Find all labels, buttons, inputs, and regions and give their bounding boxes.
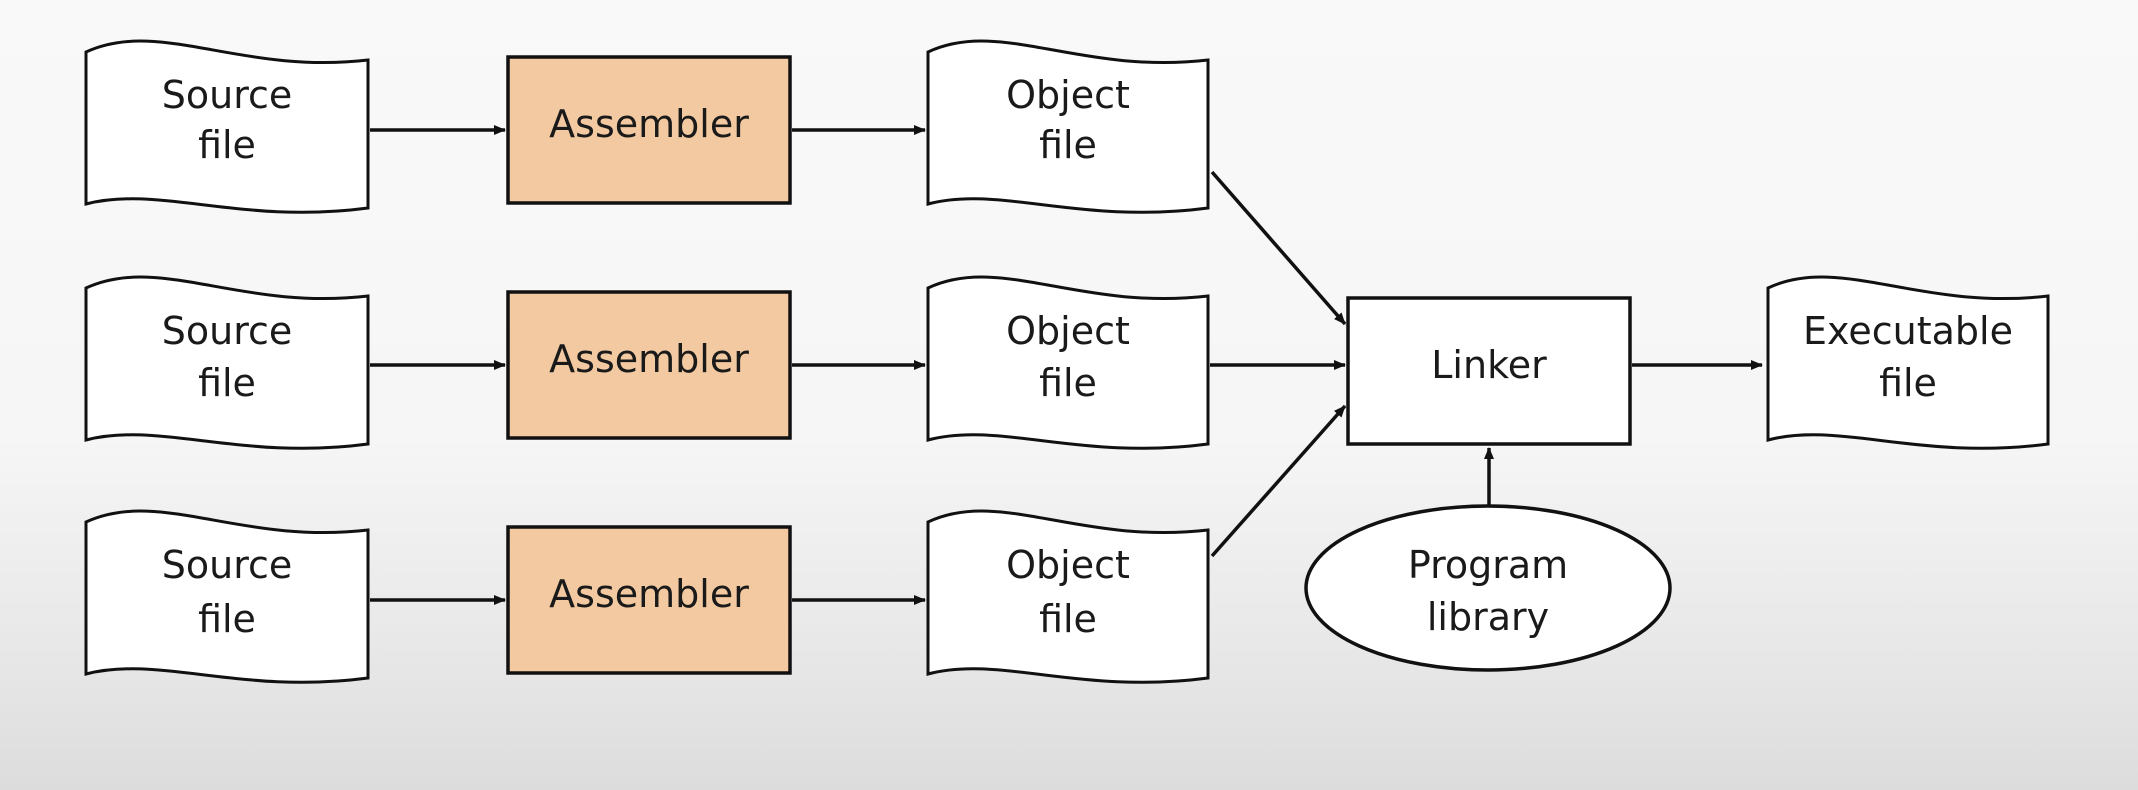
linker-box: Linker [1346,296,1632,446]
linker-label: Linker [1431,343,1547,387]
object-file-3-line2: file [1039,597,1097,641]
assembler-1-label: Assembler [549,102,749,146]
executable-file-line1: Executable [1803,309,2013,353]
program-library-line1: Program [1408,543,1568,587]
assembler-2: Assembler [506,290,792,440]
object-file-1-line1: Object [1006,73,1130,117]
program-library-line2: library [1427,595,1549,639]
source-file-1-line2: file [198,123,256,167]
executable-file: Executable file [1766,275,2050,450]
object-file-2: Object file [926,275,1210,450]
source-file-3-line1: Source [162,543,293,587]
source-file-2-line1: Source [162,309,293,353]
assembler-3-label: Assembler [549,572,749,616]
object-file-1-line2: file [1039,123,1097,167]
object-file-3-line1: Object [1006,543,1130,587]
assembler-1: Assembler [506,55,792,205]
program-library: Program library [1304,504,1672,672]
source-file-1: Source file [84,39,370,214]
object-file-2-line1: Object [1006,309,1130,353]
source-file-2-line2: file [198,361,256,405]
source-file-3: Source file [84,509,370,684]
assembler-3: Assembler [506,525,792,675]
assembler-2-label: Assembler [549,337,749,381]
object-file-2-line2: file [1039,361,1097,405]
executable-file-line2: file [1879,361,1937,405]
source-file-3-line2: file [198,597,256,641]
object-file-3: Object file [926,509,1210,684]
object-file-1: Object file [926,39,1210,214]
arrow-object3-to-linker [1210,404,1347,558]
source-file-1-line1: Source [162,73,293,117]
source-file-2: Source file [84,275,370,450]
arrow-object1-to-linker [1210,170,1347,326]
